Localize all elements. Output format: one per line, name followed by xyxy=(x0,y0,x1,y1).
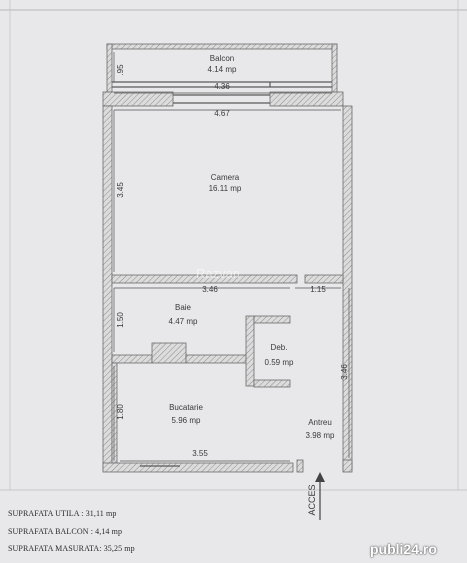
entrance-arrow-icon xyxy=(315,472,325,520)
site-watermark: publi24.ro xyxy=(370,541,437,557)
room-area-antreu: 3.98 mp xyxy=(306,431,335,440)
summary-masurata: SUPRAFATA MASURATA: 35,25 mp xyxy=(8,544,135,553)
room-name-antreu: Antreu xyxy=(308,418,332,427)
acces-label: ACCES xyxy=(307,484,317,515)
room-area-bucatarie: 5.96 mp xyxy=(172,416,201,425)
dim-bucatarie-height: 1.80 xyxy=(116,404,125,420)
watermark-center: Razvan xyxy=(196,266,240,281)
room-name-deb: Deb. xyxy=(271,343,288,352)
dim-camera-width: 4.67 xyxy=(214,109,230,118)
summary-utila: SUPRAFATA UTILA : 31,11 mp xyxy=(8,509,117,518)
dim-baie-height: 1.50 xyxy=(116,312,125,328)
dimension-lines xyxy=(113,52,350,462)
room-area-deb: 0.59 mp xyxy=(265,358,294,367)
dim-antreu-width: 1.15 xyxy=(310,285,326,294)
dim-antreu-height: 3.46 xyxy=(340,364,349,380)
dim-balcon-height: .95 xyxy=(116,64,125,76)
room-name-camera: Camera xyxy=(211,173,240,182)
dim-camera-height: 3.45 xyxy=(116,182,125,198)
dim-bucatarie-width: 3.55 xyxy=(192,449,208,458)
room-name-baie: Baie xyxy=(175,303,192,312)
apartment-walls xyxy=(102,91,353,473)
summary-balcon: SUPRAFATA BALCON : 4,14 mp xyxy=(8,527,123,536)
room-name-bucatarie: Bucatarie xyxy=(169,403,203,412)
dim-balcon-width: 4.36 xyxy=(214,82,230,91)
room-name-balcon: Balcon xyxy=(210,54,234,63)
room-area-balcon: 4.14 mp xyxy=(208,65,237,74)
room-area-baie: 4.47 mp xyxy=(169,317,198,326)
room-area-camera: 16.11 mp xyxy=(209,184,242,193)
dim-baie-width: 3.46 xyxy=(202,285,218,294)
